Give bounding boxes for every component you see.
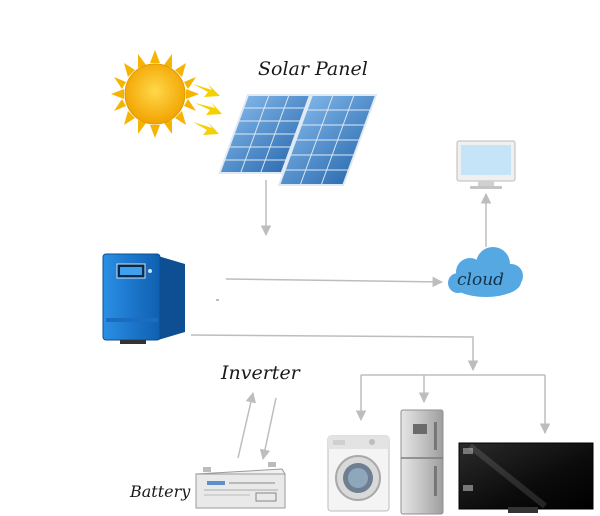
arrow-inverter-cloud	[225, 276, 444, 288]
cloud-label: cloud	[457, 270, 505, 290]
battery-icon	[195, 462, 286, 509]
inverter-label: Inverter	[221, 362, 300, 384]
arrow-inverter-appliances	[190, 334, 479, 372]
battery-label: Battery	[130, 482, 191, 501]
cloud-icon	[448, 247, 523, 297]
sun-ray-arrows	[193, 84, 222, 135]
washing-machine-icon	[327, 435, 390, 512]
tv-panel-icon	[458, 442, 594, 513]
connection-arrows	[190, 180, 551, 461]
arrow-battery-up	[237, 391, 256, 459]
solar-panel-icon	[218, 94, 378, 186]
sun-icon	[111, 50, 199, 138]
refrigerator-icon	[400, 409, 444, 515]
arrow-battery-down	[259, 397, 277, 461]
inverter-device-icon	[102, 253, 185, 344]
solar-panel-label: Solar Panel	[258, 58, 368, 80]
marker-dot	[216, 299, 219, 301]
monitor-icon	[456, 140, 516, 189]
